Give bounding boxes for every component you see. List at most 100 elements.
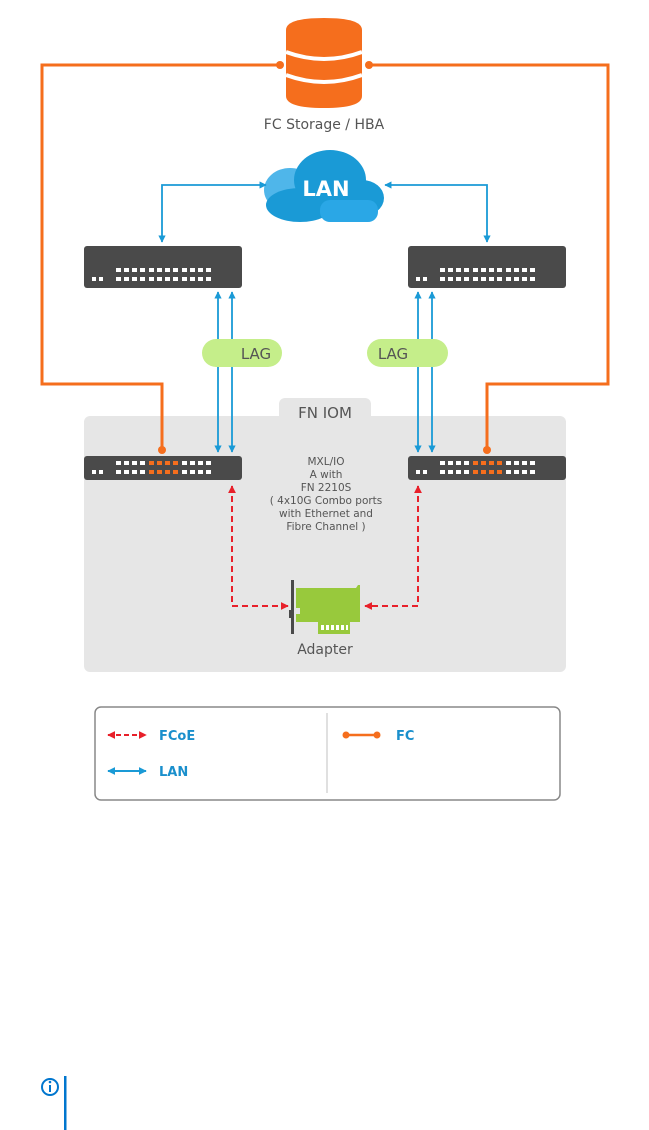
switch-port [530,461,535,465]
switch-port [182,461,187,465]
iom-tab-label: FN IOM [298,404,352,422]
switch-port [440,470,445,474]
switch-port [116,461,121,465]
switch-port [489,277,494,281]
switch-port [440,268,445,272]
switch-port [99,277,103,281]
switch-port [481,277,486,281]
adapter-label: Adapter [297,642,353,658]
switch-port [157,461,162,465]
cloud-label: LAN [302,177,349,201]
switch-port [173,461,178,465]
switch-port [416,470,420,474]
switch-port [481,470,486,474]
switch-port [489,470,494,474]
lag-label: LAG [378,345,408,363]
network-adapter-icon [289,580,360,634]
legend-label: FC [396,729,414,744]
switch-port [140,461,145,465]
lan-links [158,181,491,453]
switch-port [149,277,154,281]
switch-port [497,268,502,272]
switch-port [132,268,137,272]
fcoe-link-right [364,485,422,610]
switch-port [206,470,211,474]
lag-badge-right: LAG [367,339,448,367]
switch-port [514,470,519,474]
switch-port [440,277,445,281]
switch-port [140,470,145,474]
switch-port [190,268,195,272]
fc-link-left [40,63,280,449]
iom-description-line: Fibre Channel ) [286,521,365,533]
switch-port [165,470,170,474]
switch-port [206,277,211,281]
switch-port [149,461,154,465]
switch-port [440,461,445,465]
fcoe-link-left [228,485,289,610]
switch-port [464,461,469,465]
switch-port [124,277,129,281]
switch-port [481,268,486,272]
switch-port [448,268,453,272]
switch-port [514,461,519,465]
switch-port [92,277,96,281]
fc-link-right [369,63,610,449]
switch-port [464,268,469,272]
switch-port [190,470,195,474]
switch-port [116,470,121,474]
lan-link-left [158,181,267,243]
fc-links [40,63,610,449]
switch-port [473,268,478,272]
switch-port [190,277,195,281]
switch-port [506,470,511,474]
switch-port [448,461,453,465]
info-icon [41,1078,59,1096]
switch-port [124,268,129,272]
switch-port [116,268,121,272]
switch-port [522,461,527,465]
switch-port [182,268,187,272]
switch-port [473,470,478,474]
switch-port [497,277,502,281]
switch-port [149,268,154,272]
switch-port [132,277,137,281]
switch-port [157,470,162,474]
fc-dot [365,61,373,69]
switch-port [132,470,137,474]
lag-label: LAG [241,345,271,363]
iom-description-line: MXL/IO [307,456,344,468]
switch-port [423,277,427,281]
switch-port [198,277,203,281]
lan-switch-right [408,246,566,288]
lan-link-right [384,181,491,243]
switch-port [522,268,527,272]
switch-port [173,268,178,272]
iom-description-line: ( 4x10G Combo ports [270,495,383,507]
legend-label: LAN [159,765,188,780]
switch-port [522,470,527,474]
switch-port [92,470,96,474]
iom-switch-right [408,456,566,480]
switch-port [157,277,162,281]
switch-port [456,470,461,474]
switch-port [506,268,511,272]
switch-port [157,268,162,272]
switch-port [481,461,486,465]
switch-port [522,277,527,281]
switch-port [124,470,129,474]
legend: FCoE LAN FC [94,706,561,801]
switch-port [140,277,145,281]
note-bar [64,1076,67,1130]
iom-description-line: FN 2210S [301,482,352,494]
cloud-icon: LAN [264,150,384,222]
switch-port [448,470,453,474]
fc-endpoints [158,61,491,454]
switch-port [456,461,461,465]
fc-dot [483,446,491,454]
switch-port [99,470,103,474]
switch-port [506,277,511,281]
switch-port [165,277,170,281]
